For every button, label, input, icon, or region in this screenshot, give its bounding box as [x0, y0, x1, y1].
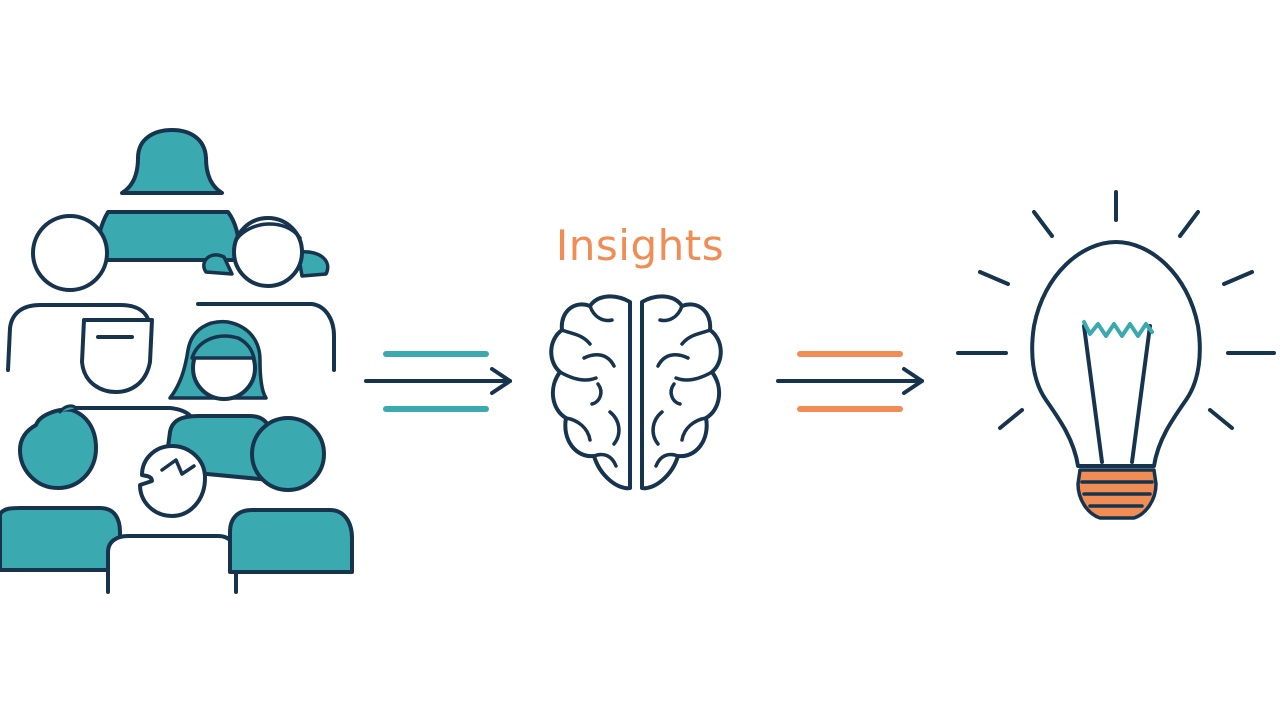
- insights-label: Insights: [555, 221, 725, 270]
- person-middle-man: [80, 318, 154, 394]
- person-top-right: [202, 216, 330, 288]
- person-middle-woman: [168, 319, 268, 401]
- person-lower-left: [18, 404, 198, 490]
- double-line-arrow-icon-2: [776, 351, 924, 412]
- person-front-center: [106, 534, 238, 594]
- person-front-right: [228, 508, 354, 574]
- person-top-left: [31, 214, 109, 292]
- person-lower-center: [138, 444, 207, 518]
- person-front-left: [0, 506, 122, 572]
- person-middle-right-body: [196, 302, 336, 372]
- bulb-rays: [956, 190, 1276, 430]
- brain-icon: [549, 294, 723, 491]
- people-group-icon: [0, 128, 354, 594]
- lightbulb-icon: [956, 190, 1276, 520]
- double-line-arrow-icon-1: [364, 351, 512, 412]
- person-top-woman: [94, 128, 242, 262]
